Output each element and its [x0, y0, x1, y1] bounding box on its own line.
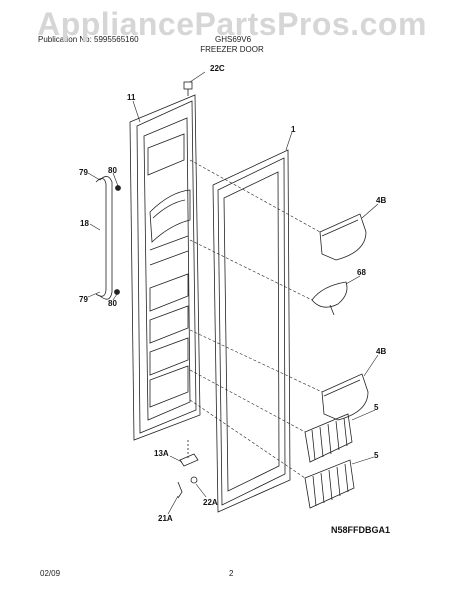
callout-5-upper: 5	[374, 403, 379, 412]
callout-1: 1	[291, 125, 296, 134]
publication-number: Publication No: 5995565160	[38, 35, 139, 44]
diagram-code: N58FFDBGA1	[331, 525, 391, 535]
door-gasket	[212, 149, 291, 513]
wire-basket-upper	[304, 413, 353, 463]
footer-date: 02/09	[40, 569, 61, 578]
model-number: GHS69V6	[215, 35, 252, 44]
door-handle	[95, 176, 121, 300]
callout-21a: 21A	[158, 514, 173, 523]
wire-basket-lower	[304, 459, 355, 509]
assembly-leader-lines	[189, 159, 323, 479]
callout-11: 11	[127, 93, 136, 102]
callout-68: 68	[357, 268, 366, 277]
lower-hinge-parts	[177, 440, 199, 499]
callout-80-lower: 80	[108, 299, 117, 308]
callout-leaders	[87, 71, 379, 515]
callout-22a: 22A	[203, 498, 218, 507]
section-title: FREEZER DOOR	[200, 45, 264, 54]
door-bin-lower	[321, 373, 369, 421]
callout-5-lower: 5	[374, 451, 379, 460]
callout-13a: 13A	[154, 449, 169, 458]
hinge-bushing-22c	[183, 81, 193, 96]
callout-79-lower: 79	[79, 295, 88, 304]
freezer-door-liner	[129, 94, 201, 441]
footer-page-number: 2	[229, 569, 234, 578]
condiment-holder-68	[311, 281, 348, 316]
door-bin-upper	[319, 213, 367, 261]
callout-79-upper: 79	[79, 168, 88, 177]
callout-80-upper: 80	[108, 166, 117, 175]
callout-18: 18	[80, 219, 89, 228]
callout-22c: 22C	[210, 64, 225, 73]
callout-4b-upper: 4B	[376, 196, 386, 205]
callout-4b-lower: 4B	[376, 347, 386, 356]
